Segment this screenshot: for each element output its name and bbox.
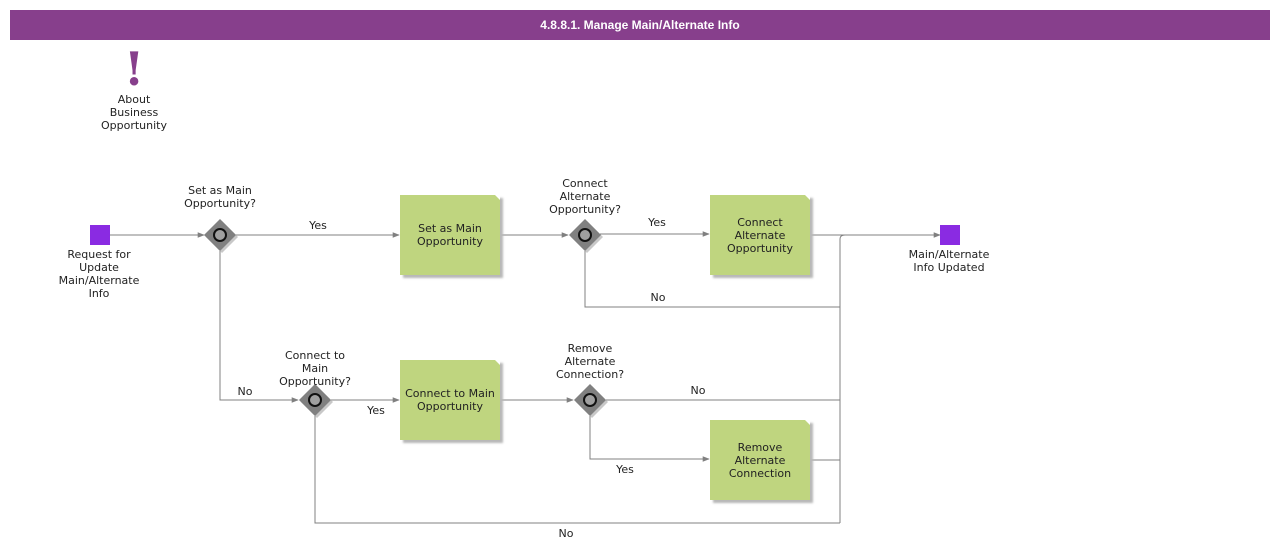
exclamation-icon: !	[124, 42, 145, 96]
task-remove-alternate[interactable]: Remove Alternate Connection	[710, 420, 810, 500]
flow-g2-no	[584, 251, 840, 308]
gateway-remove-alternate[interactable]	[574, 384, 608, 418]
task-connect-alternate[interactable]: Connect Alternate Opportunity	[710, 195, 810, 275]
flow-label-g2-no: No	[650, 291, 666, 304]
annotation-label: About Business Opportunity	[100, 93, 167, 132]
gateway-set-as-main[interactable]	[204, 219, 238, 253]
gateway-label-remove-alternate: Remove Alternate Connection?	[555, 342, 625, 381]
gateway-connect-alternate[interactable]	[569, 219, 603, 253]
flow-g3-no	[314, 416, 840, 524]
end-event[interactable]	[940, 225, 960, 245]
gateway-label-connect-to-main: Connect to Main Opportunity?	[279, 349, 351, 388]
flow-merge-vertical	[839, 234, 846, 523]
flow-label-g3-no: No	[558, 527, 574, 540]
flow-label-g1-no: No	[237, 385, 253, 398]
diagram-title: 4.8.8.1. Manage Main/Alternate Info	[10, 10, 1270, 40]
flow-label-g3-yes: Yes	[367, 404, 385, 417]
flow-label-g4-yes: Yes	[616, 463, 634, 476]
flow-label-g2-yes: Yes	[648, 216, 666, 229]
flow-g1-no	[219, 251, 299, 403]
flow-g4-yes	[589, 416, 710, 462]
gateway-label-set-as-main: Set as Main Opportunity?	[184, 184, 256, 210]
start-event[interactable]	[90, 225, 110, 245]
task-connect-to-main[interactable]: Connect to Main Opportunity	[400, 360, 500, 440]
task-set-as-main[interactable]: Set as Main Opportunity	[400, 195, 500, 275]
end-event-label: Main/Alternate Info Updated	[908, 248, 990, 274]
gateway-connect-to-main[interactable]	[299, 384, 333, 418]
flow-label-g4-no: No	[690, 384, 706, 397]
flow-label-g1-yes: Yes	[309, 219, 327, 232]
start-event-label: Request for Update Main/Alternate Info	[58, 248, 140, 300]
gateway-label-connect-alternate: Connect Alternate Opportunity?	[549, 177, 621, 216]
